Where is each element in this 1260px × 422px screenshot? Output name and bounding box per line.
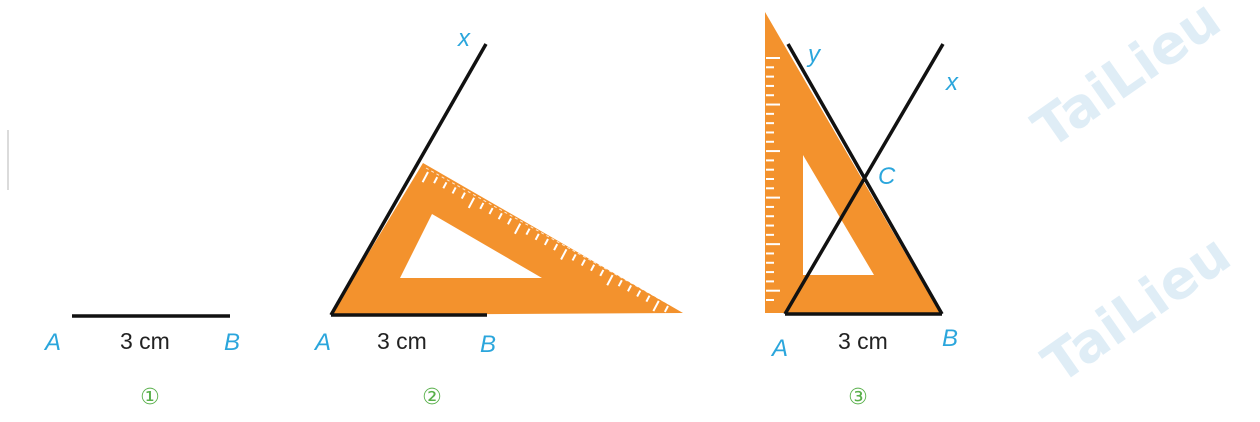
length-label: 3 cm (120, 328, 170, 354)
ruler-tick (534, 233, 540, 241)
length-label: 3 cm (838, 328, 888, 354)
label-b: B (942, 325, 958, 352)
ruler-tick (580, 259, 586, 267)
ruler-tick (663, 305, 669, 313)
length-label: 3 cm (377, 328, 427, 354)
ruler-tick (560, 248, 568, 260)
ruler-tick (636, 290, 642, 297)
ruler-tick (525, 228, 531, 236)
ruler-tick (514, 223, 522, 235)
watermark-bottom: TaiLieu (1031, 222, 1241, 396)
label-b: B (480, 331, 496, 358)
ruler-tick (433, 176, 439, 184)
figure-3: y x C A 3 cm B ③ (765, 12, 959, 410)
ruler-tick (467, 197, 476, 209)
ruler-tick (442, 181, 448, 189)
watermark-group: TaiLieu TaiLieu (1021, 0, 1241, 396)
ruler-tick (488, 207, 494, 215)
ruler-ticks (421, 171, 669, 313)
set-square (331, 163, 683, 315)
label-b: B (224, 329, 240, 356)
ray-ax (783, 43, 945, 315)
ruler-tick (571, 253, 577, 261)
ruler-tick (460, 192, 466, 200)
label-a: A (313, 329, 331, 356)
ruler-tick (451, 186, 457, 194)
ruler-tick (543, 238, 549, 246)
step-number: ① (140, 385, 160, 410)
label-x: x (457, 25, 471, 52)
step-number: ③ (848, 385, 868, 410)
ruler-tick (421, 171, 429, 183)
ruler-tick (507, 217, 512, 225)
ruler-tick (590, 264, 596, 272)
step-number: ② (422, 385, 442, 410)
figure-2: x A 3 cm B ② (313, 25, 683, 410)
ray-ax (329, 43, 488, 316)
ruler-tick (617, 279, 623, 287)
ruler-tick (645, 295, 651, 303)
ruler-tick (652, 300, 660, 312)
watermark-top: TaiLieu (1021, 0, 1231, 161)
label-y: y (806, 41, 822, 68)
ruler-tick (553, 243, 559, 251)
ruler-tick (497, 212, 503, 220)
label-c: C (878, 163, 896, 190)
ruler-tick (627, 284, 632, 292)
label-x: x (945, 69, 959, 96)
ruler-tick (606, 274, 614, 286)
label-a: A (43, 329, 61, 356)
figure-1: A 3 cm B ① (43, 314, 240, 410)
label-a: A (770, 335, 788, 362)
ruler-tick (479, 202, 485, 210)
ruler-tick (599, 269, 605, 277)
ruler-ticks (766, 57, 780, 301)
set-square (765, 12, 940, 313)
